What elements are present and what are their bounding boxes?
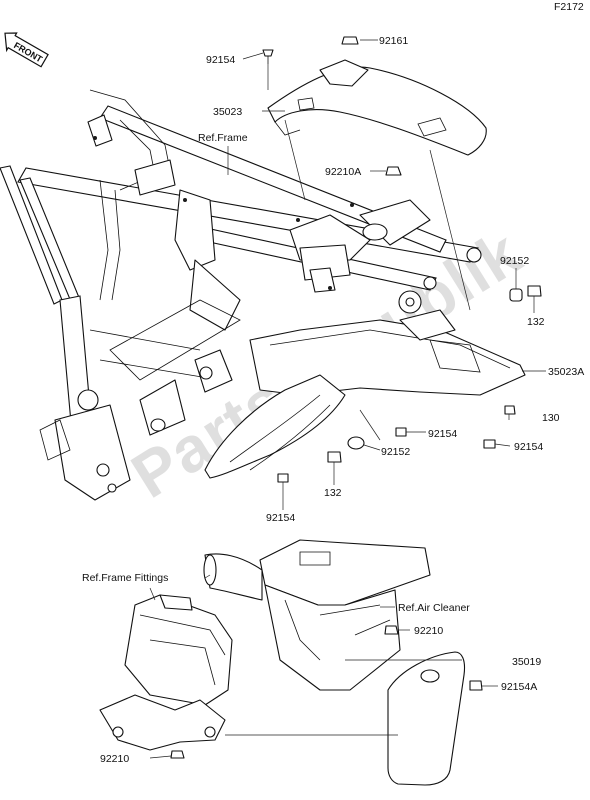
air-cleaner-drawing [203,539,431,691]
label-92154-top[interactable]: 92154 [206,54,235,66]
leader-lines [149,39,546,759]
label-92152-right[interactable]: 92152 [500,255,529,267]
bolt-icon [327,451,342,463]
diagram-code: F2172 [554,1,584,13]
label-35019[interactable]: 35019 [512,656,541,668]
bolt-icon [395,427,407,437]
collar-icon [347,436,365,450]
label-92210a[interactable]: 92210A [325,166,361,178]
nut-icon [170,750,185,759]
bolt-icon [504,405,516,415]
nut-icon [384,625,399,635]
label-35023[interactable]: 35023 [213,106,242,118]
label-ref-frame[interactable]: Ref.Frame [198,132,248,144]
label-92154a[interactable]: 92154A [501,681,537,693]
front-arrow-icon: FRONT [4,32,49,68]
label-92154-bottom[interactable]: 92154 [266,512,295,524]
label-132-mid[interactable]: 132 [324,487,342,499]
part-35019-panel[interactable] [387,651,466,786]
part-35023a-rear-fender[interactable] [249,309,526,396]
label-35023a[interactable]: 35023A [548,366,584,378]
bolt-icon [483,439,496,449]
label-92161[interactable]: 92161 [379,35,408,47]
fasteners [170,36,542,759]
label-ref-air-cleaner[interactable]: Ref.Air Cleaner [398,602,470,614]
label-132-right[interactable]: 132 [527,316,545,328]
label-92210[interactable]: 92210 [414,625,443,637]
label-92152-mid[interactable]: 92152 [381,446,410,458]
label-92154-mid[interactable]: 92154 [428,428,457,440]
label-ref-frame-fittings[interactable]: Ref.Frame Fittings [82,572,168,584]
label-92154-right[interactable]: 92154 [514,441,543,453]
part-mudguard-inner[interactable] [204,374,346,479]
part-labels: 92154 92161 35023 Ref.Frame 92210A 92152… [82,35,584,765]
part-35023-front-fender[interactable] [267,59,487,156]
label-92210-bottom[interactable]: 92210 [100,753,129,765]
collar-icon [509,288,523,302]
bolt-icon [277,473,289,483]
bolt-icon [262,49,274,57]
frame-fittings-drawing [99,594,233,751]
frame-drawing [0,89,482,501]
bolt-icon [469,680,483,691]
nut-icon [385,166,402,176]
label-130[interactable]: 130 [542,412,560,424]
bolt-icon [527,285,542,297]
nut-icon [341,36,359,45]
